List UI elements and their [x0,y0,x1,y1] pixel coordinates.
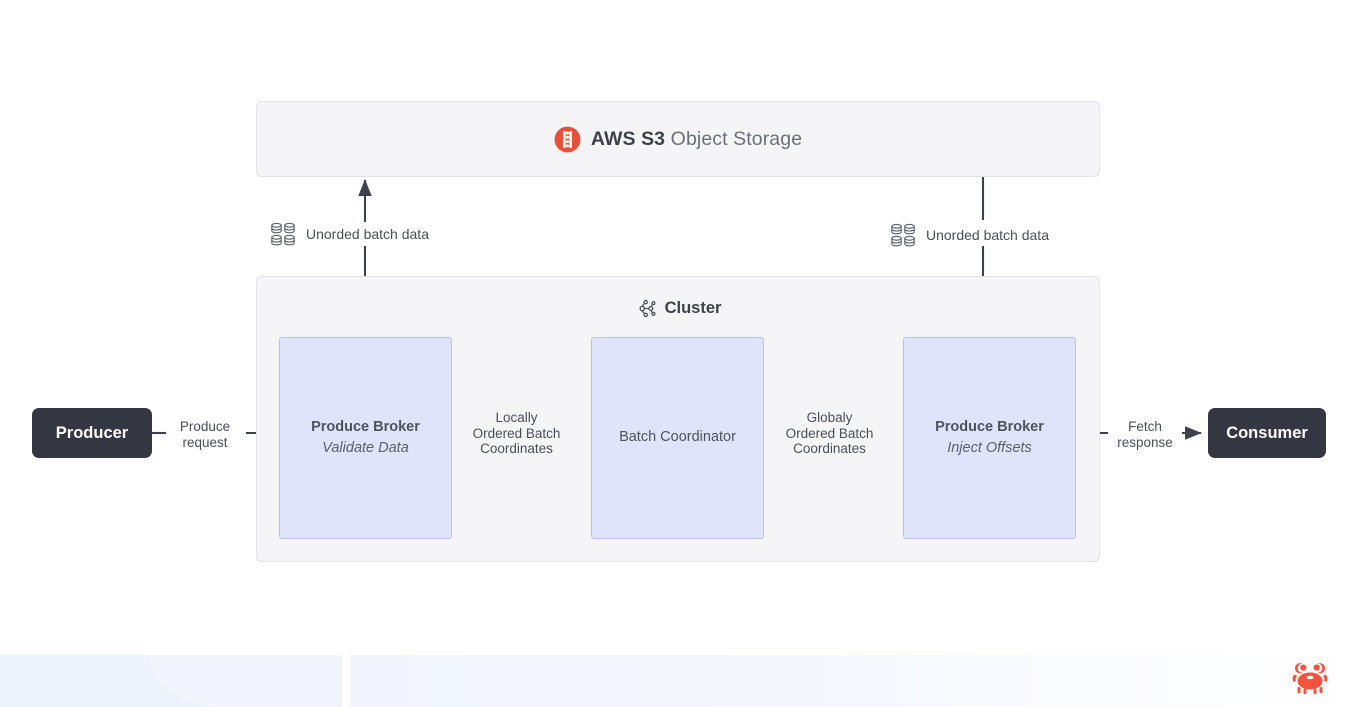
storage-traffic-upload: Unorded batch data [270,222,429,246]
endpoint-producer-label: Producer [55,423,129,442]
endpoint-producer[interactable]: Producer [32,408,152,458]
bottom-band-gradient [340,655,1368,707]
node-produce-broker-inject[interactable]: Produce Broker Inject Offsets [903,337,1076,539]
storage-traffic-label-download: Unorded batch data [926,227,1049,243]
cluster-title-text: Cluster [664,299,722,317]
aws-s3-suffix: Object Storage [670,127,803,150]
edge-label-produce-request: Produce request [179,419,231,450]
node-subtitle: Inject Offsets [947,440,1032,456]
edge-label-fetch-response: Fetch response [1117,419,1173,450]
endpoint-consumer-label: Consumer [1226,423,1308,442]
crab-logo [1292,663,1328,694]
storage-traffic-label-upload: Unorded batch data [306,226,429,242]
database-grid-icon [891,223,915,247]
aws-s3-label: AWS S3 Object Storage [591,128,802,151]
node-title: Batch Coordinator [619,429,736,446]
edge-label-globaly-ordered: Globaly Ordered Batch Coordinates [785,410,874,457]
storage-traffic-download: Unorded batch data [890,223,1049,247]
endpoint-consumer[interactable]: Consumer [1208,408,1326,458]
edge-label-locally-ordered: Locally Ordered Batch Coordinates [472,410,561,457]
aws-s3-panel: AWS S3 Object Storage [256,101,1100,177]
node-batch-coordinator[interactable]: Batch Coordinator [591,337,764,539]
cluster-title: Cluster [257,299,1101,318]
node-produce-broker-validate[interactable]: Produce Broker Validate Data [279,337,452,539]
cluster-network-icon [639,299,656,318]
node-title: Produce Broker [935,418,1044,435]
node-title: Produce Broker [311,418,420,435]
aws-s3-brand: AWS S3 [590,127,666,150]
aws-s3-icon [554,126,581,152]
node-subtitle: Validate Data [322,440,409,456]
database-grid-icon [271,222,295,246]
